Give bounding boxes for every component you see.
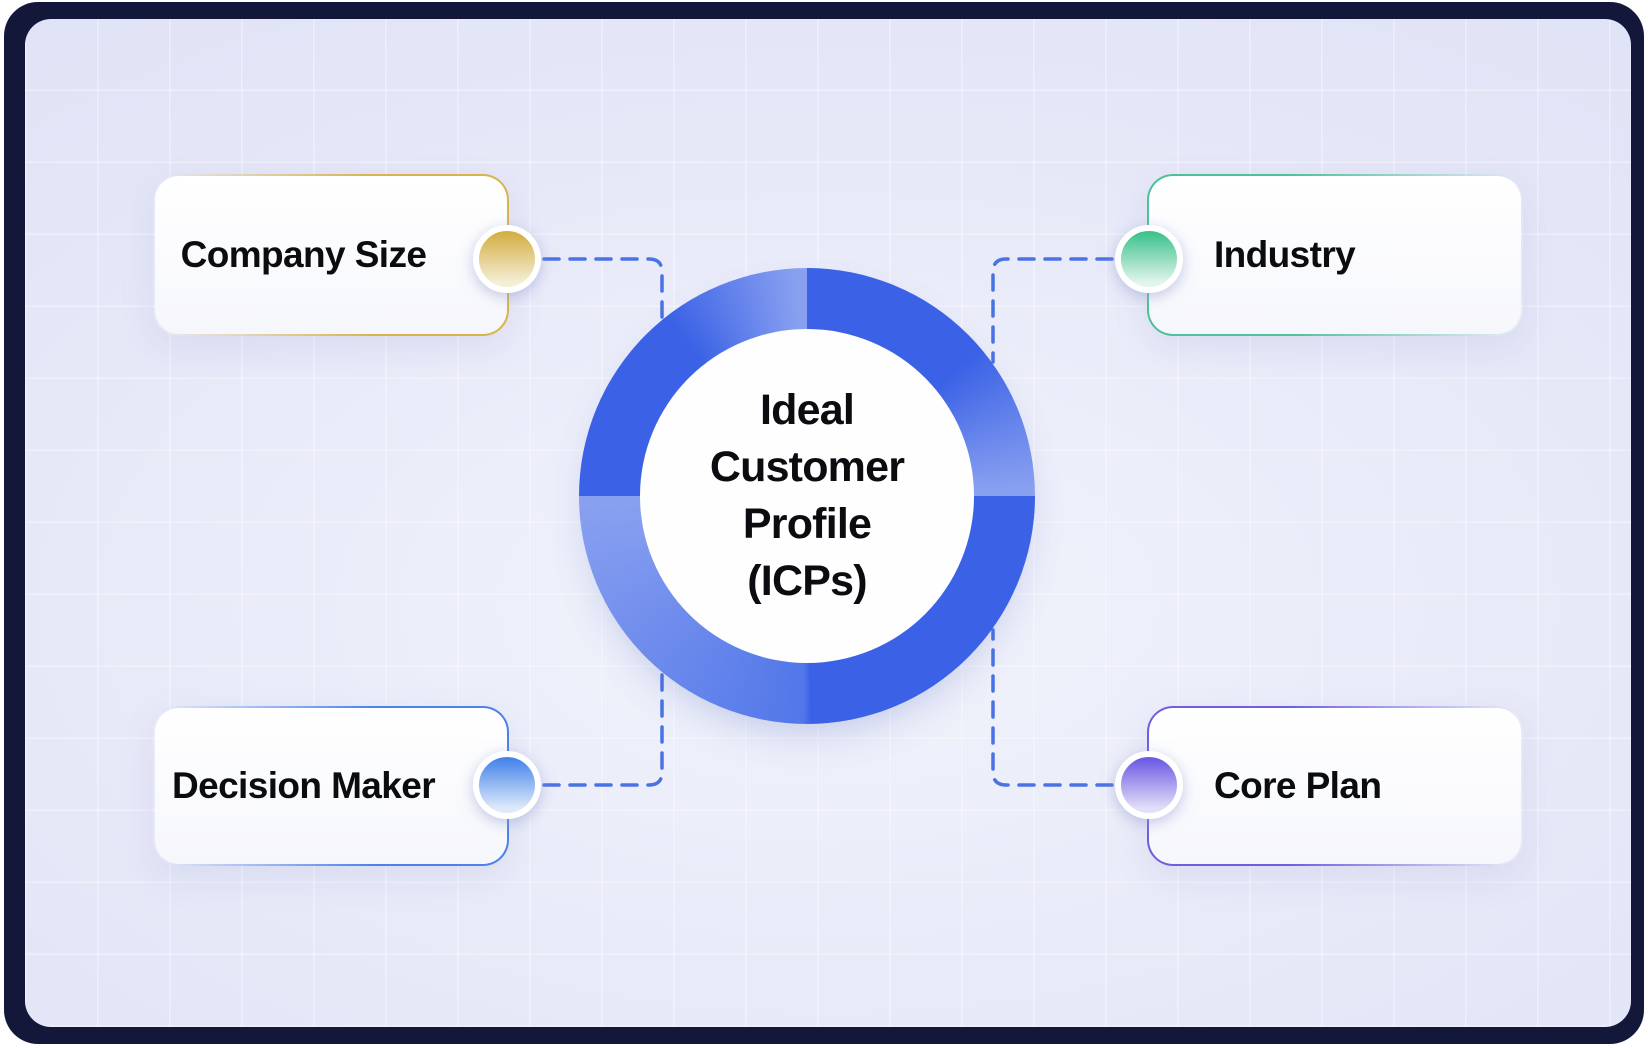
center-title-line-2: Customer bbox=[709, 443, 905, 491]
core-plan-node bbox=[1115, 751, 1183, 819]
card-decision-maker: Decision Maker bbox=[153, 706, 541, 866]
card-industry-label: Industry bbox=[1214, 234, 1356, 275]
center-title-line-4: (ICPs) bbox=[747, 557, 867, 605]
outer-frame: Ideal Customer Profile (ICPs) Company Si… bbox=[4, 2, 1644, 1044]
card-core-plan: Core Plan bbox=[1115, 706, 1523, 866]
industry-node bbox=[1115, 225, 1183, 293]
decision-maker-node bbox=[473, 751, 541, 819]
center-title-line-3: Profile bbox=[742, 500, 872, 548]
card-decision-maker-label: Decision Maker bbox=[171, 765, 436, 806]
card-core-plan-label: Core Plan bbox=[1214, 765, 1382, 806]
icp-center-circle: Ideal Customer Profile (ICPs) bbox=[640, 329, 974, 663]
company-size-node bbox=[473, 225, 541, 293]
card-company-size: Company Size bbox=[153, 174, 541, 336]
center-title-line-1: Ideal bbox=[760, 386, 855, 434]
card-company-size-label: Company Size bbox=[180, 234, 427, 275]
card-industry: Industry bbox=[1115, 174, 1523, 336]
